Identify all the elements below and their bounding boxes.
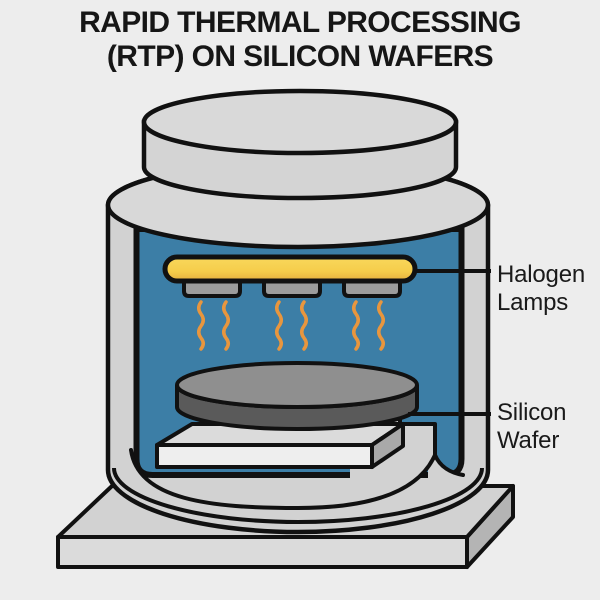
page-title-line2: (RTP) ON SILICON WAFERS bbox=[106, 40, 494, 73]
heat-wave-icon bbox=[352, 300, 360, 351]
lamp-housing bbox=[342, 278, 402, 298]
heat-waves bbox=[197, 300, 385, 351]
halogen-lamp-assembly bbox=[162, 254, 418, 298]
chamber-floor-corner-edge bbox=[433, 453, 465, 477]
pedestal-front-face bbox=[155, 443, 374, 469]
halogen-lamp-bar bbox=[162, 254, 418, 284]
heat-wave-icon bbox=[197, 300, 205, 351]
chamber-bottom-lip bbox=[112, 467, 484, 524]
chamber-lid bbox=[141, 88, 459, 201]
label-silicon-wafer-line2: Wafer bbox=[497, 427, 560, 454]
heat-wave-icon bbox=[222, 300, 230, 351]
base-front-face bbox=[56, 535, 469, 569]
label-halogen-lamps-line1: Halogen bbox=[497, 261, 586, 288]
page-title: RAPID THERMAL PROCESSING (RTP) ON SILICO… bbox=[0, 6, 600, 74]
lid-top-face bbox=[141, 88, 459, 156]
heat-wave-icon bbox=[275, 300, 283, 351]
heat-wave-icon bbox=[377, 300, 385, 351]
silicon-wafer bbox=[175, 361, 419, 431]
lamp-housing bbox=[182, 278, 242, 298]
lamp-housing bbox=[262, 278, 322, 298]
label-halogen-lamps-line2: Lamps bbox=[497, 289, 569, 316]
page-title-line1: RAPID THERMAL PROCESSING bbox=[79, 6, 521, 39]
label-silicon-wafer-line1: Silicon bbox=[497, 399, 567, 426]
label-halogen-lamps: Halogen Lamps bbox=[497, 261, 585, 317]
wafer-top-face bbox=[175, 361, 419, 409]
label-silicon-wafer: Silicon Wafer bbox=[497, 399, 567, 455]
chamber-floor-front-edge bbox=[129, 448, 435, 511]
heat-wave-icon bbox=[300, 300, 308, 351]
